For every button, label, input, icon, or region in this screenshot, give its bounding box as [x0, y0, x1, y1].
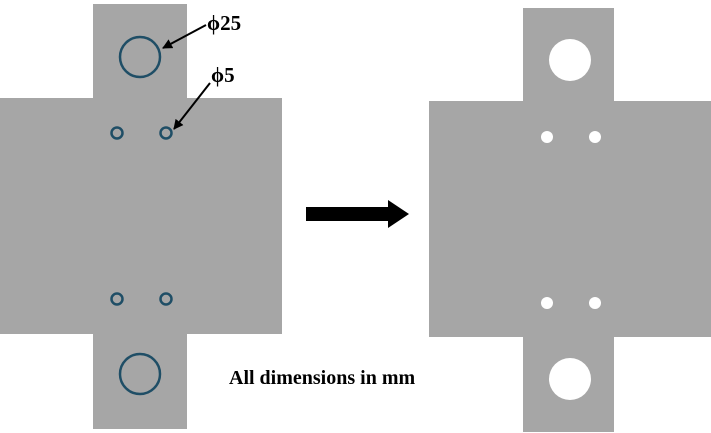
process-arrow-shaft — [306, 207, 389, 221]
small-hole-label: ϕ5 — [211, 63, 235, 87]
right-plate-body — [429, 8, 711, 432]
left-large-hole-bottom — [118, 352, 162, 396]
left-large-hole-top — [118, 35, 162, 79]
left-small-hole-bottom-right — [159, 292, 173, 306]
leader-line-large-hole — [162, 24, 207, 49]
left-small-hole-top-right — [159, 126, 173, 140]
process-arrow — [306, 200, 409, 228]
leader-line-small-hole — [173, 82, 211, 130]
left-plate-body — [0, 4, 282, 429]
right-plate — [429, 8, 711, 432]
right-small-hole-top-left — [541, 131, 553, 143]
right-small-hole-bottom-left — [541, 297, 553, 309]
left-small-hole-bottom-left — [110, 292, 124, 306]
units-note: All dimensions in mm — [229, 367, 415, 389]
left-small-hole-top-left — [110, 126, 124, 140]
process-arrow-head — [388, 200, 409, 228]
right-large-hole-bottom — [549, 358, 591, 400]
right-small-hole-bottom-right — [589, 297, 601, 309]
large-hole-label: ϕ25 — [207, 11, 241, 35]
right-small-hole-top-right — [589, 131, 601, 143]
left-plate — [0, 4, 282, 429]
right-large-hole-top — [549, 39, 591, 81]
